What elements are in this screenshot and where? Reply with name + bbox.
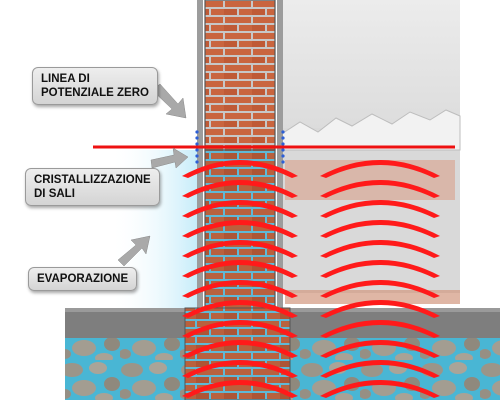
eroded-plaster-zone [280,128,460,293]
moisture-arc-background [320,240,440,258]
salt-crystals [195,130,285,164]
moisture-arc-wall [182,280,298,298]
label-line-1: LINEA DI [41,73,90,85]
moisture-arc-wall [182,340,298,358]
moisture-arc-wall [182,200,298,218]
label-evaporation: EVAPORAZIONE [28,267,138,291]
moisture-arc-background [320,280,440,298]
moisture-arc-wall [182,240,298,258]
moisture-arc-background [320,360,440,378]
moisture-arc-background [320,200,440,218]
moisture-arc-wall [182,260,298,278]
label-line-1: EVAPORAZIONE [37,273,129,285]
label-line-2: POTENZIALE ZERO [41,87,149,99]
label-salt-crystallization: CRISTALLIZZAZIONE DI SALI [25,168,160,206]
brick-wall-upper [204,0,276,151]
label-line-2: DI SALI [34,188,75,200]
moisture-arc-background [320,300,440,318]
moisture-arc-wall [182,220,298,238]
moisture-arc-background [320,260,440,278]
moisture-arc-wall [182,360,298,378]
moisture-arc-wall [182,380,298,398]
moisture-arc-background [320,220,440,238]
moisture-arc-wall [182,180,298,198]
moisture-arc-background [320,380,440,398]
arrow-icon [151,83,187,119]
moisture-arc-wall [182,160,298,178]
moisture-arc-wall [182,320,298,338]
arrow-icon [117,235,151,267]
moisture-arc-background [320,340,440,358]
moisture-arc-background [320,180,440,198]
label-zero-potential-line: LINEA DI POTENZIALE ZERO [32,67,158,105]
label-line-1: CRISTALLIZZAZIONE [34,174,151,186]
moisture-arc-background [320,160,440,178]
moisture-arcs [182,160,440,398]
moisture-arc-background [320,320,440,338]
moisture-arc-wall [182,300,298,318]
arrow-icon [150,147,189,169]
plaster-crust-edge [279,109,461,151]
background-wall-plaster [280,0,460,130]
